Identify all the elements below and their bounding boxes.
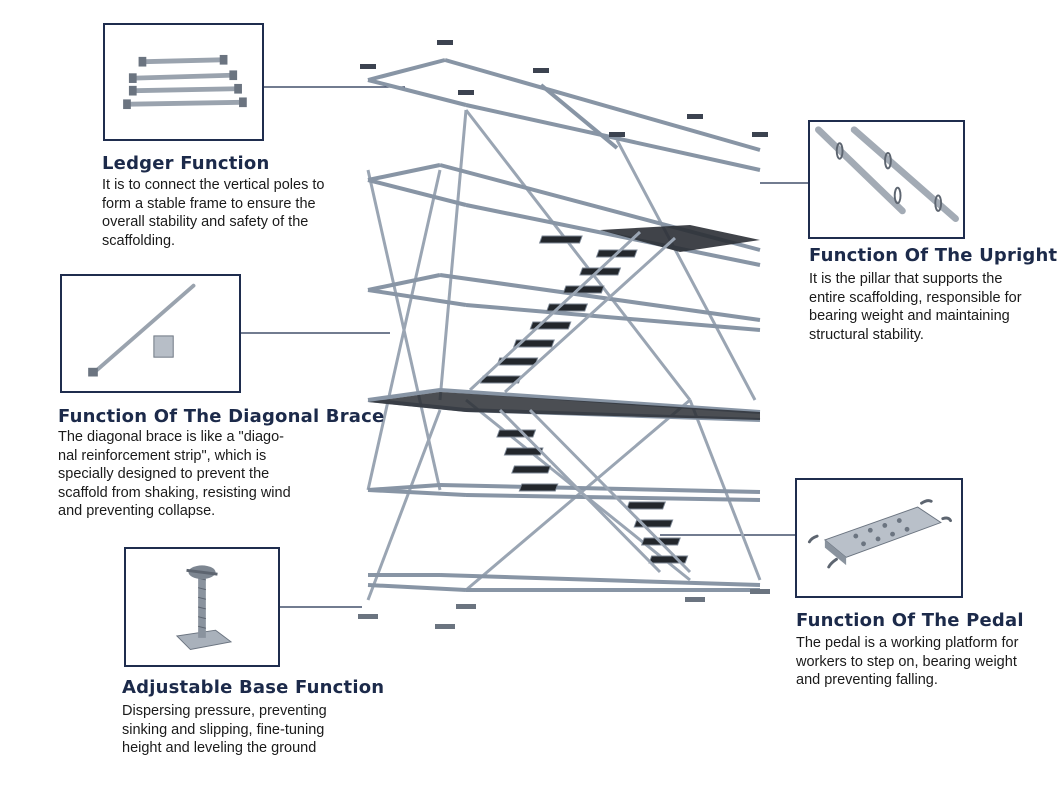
uprights — [364, 48, 764, 625]
upright-photo-frame — [808, 120, 965, 239]
pedal-photo-frame — [795, 478, 963, 598]
stair-stringers — [468, 230, 692, 574]
upright-description: It is the pillar that supports the entir… — [809, 271, 1022, 343]
ledger-bars-picture — [123, 54, 247, 110]
ledger-photo-frame — [103, 23, 264, 141]
adjustable-base-description: Dispersing pressure, preventing sinking … — [122, 703, 327, 756]
diagonal-brace-photo-frame — [60, 274, 241, 393]
top-jacks — [360, 40, 768, 137]
base-plates — [358, 589, 770, 629]
pedal-heading: Function Of The Pedal — [796, 610, 1024, 631]
adjustable-base-heading: Adjustable Base Function — [122, 677, 385, 698]
diagonal-brace-picture — [88, 283, 196, 377]
upright-tubes-picture — [814, 126, 959, 223]
upright-heading: Function Of The Upright — [809, 245, 1058, 266]
adjustable-base-picture — [175, 565, 233, 651]
pedal-description: The pedal is a working platform for work… — [796, 635, 1019, 688]
diagonal-braces — [366, 109, 762, 601]
ledger-heading: Ledger Function — [102, 153, 270, 174]
diagonal-brace-heading: Function Of The Diagonal Brace — [58, 406, 385, 427]
pedal-plank-picture — [807, 499, 952, 569]
adjustable-base-photo-frame — [124, 547, 280, 667]
diagonal-brace-description: The diagonal brace is like a "diago- nal… — [58, 429, 291, 519]
ledger-description: It is to connect the vertical poles to f… — [102, 177, 325, 249]
